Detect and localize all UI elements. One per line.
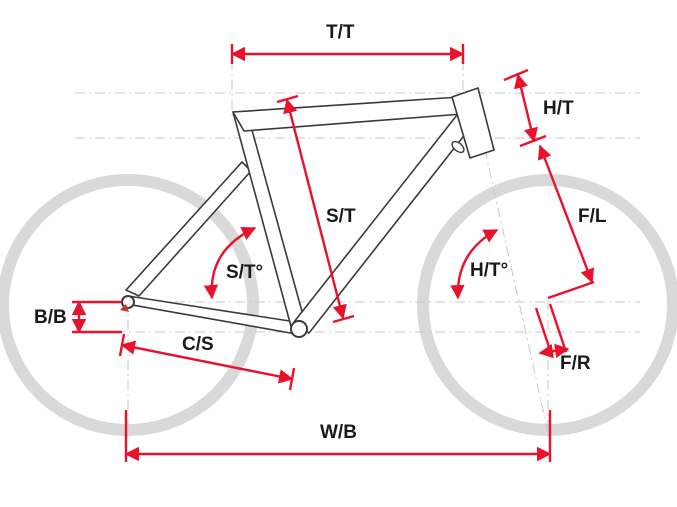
dim-top-tube: T/T	[230, 22, 465, 64]
dim-head-tube: H/T	[503, 68, 574, 148]
label-head-tube: H/T	[543, 98, 574, 119]
head-tube	[451, 87, 495, 159]
dim-bb-drop: B/B	[34, 300, 122, 334]
label-top-tube: T/T	[326, 22, 355, 43]
rear-axle-icon	[120, 304, 129, 312]
down-tube	[293, 114, 471, 334]
dim-chainstay: C/S	[118, 333, 296, 391]
label-bb-drop: B/B	[34, 307, 67, 328]
bottom-bracket	[290, 320, 308, 338]
seat-tube	[232, 111, 307, 331]
dim-head-tube-angle: H/T°	[450, 228, 508, 300]
label-chainstay: C/S	[182, 334, 214, 355]
dim-seat-tube: S/T	[276, 94, 356, 324]
label-seat-tube: S/T	[326, 206, 356, 227]
label-seat-tube-angle: S/T°	[226, 262, 263, 283]
dim-wheelbase: W/B	[124, 410, 552, 462]
dim-fork-length: F/L	[537, 144, 607, 300]
cable-port-icon	[451, 140, 465, 154]
top-tube	[232, 96, 463, 132]
dim-fork-rake: F/R	[534, 303, 591, 374]
label-head-tube-angle: H/T°	[470, 260, 508, 281]
label-fork-length: F/L	[578, 206, 607, 227]
dim-seat-tube-angle: S/T°	[203, 226, 263, 300]
label-wheelbase: W/B	[320, 422, 357, 443]
bike-frame	[120, 87, 495, 338]
label-fork-rake: F/R	[560, 353, 591, 374]
